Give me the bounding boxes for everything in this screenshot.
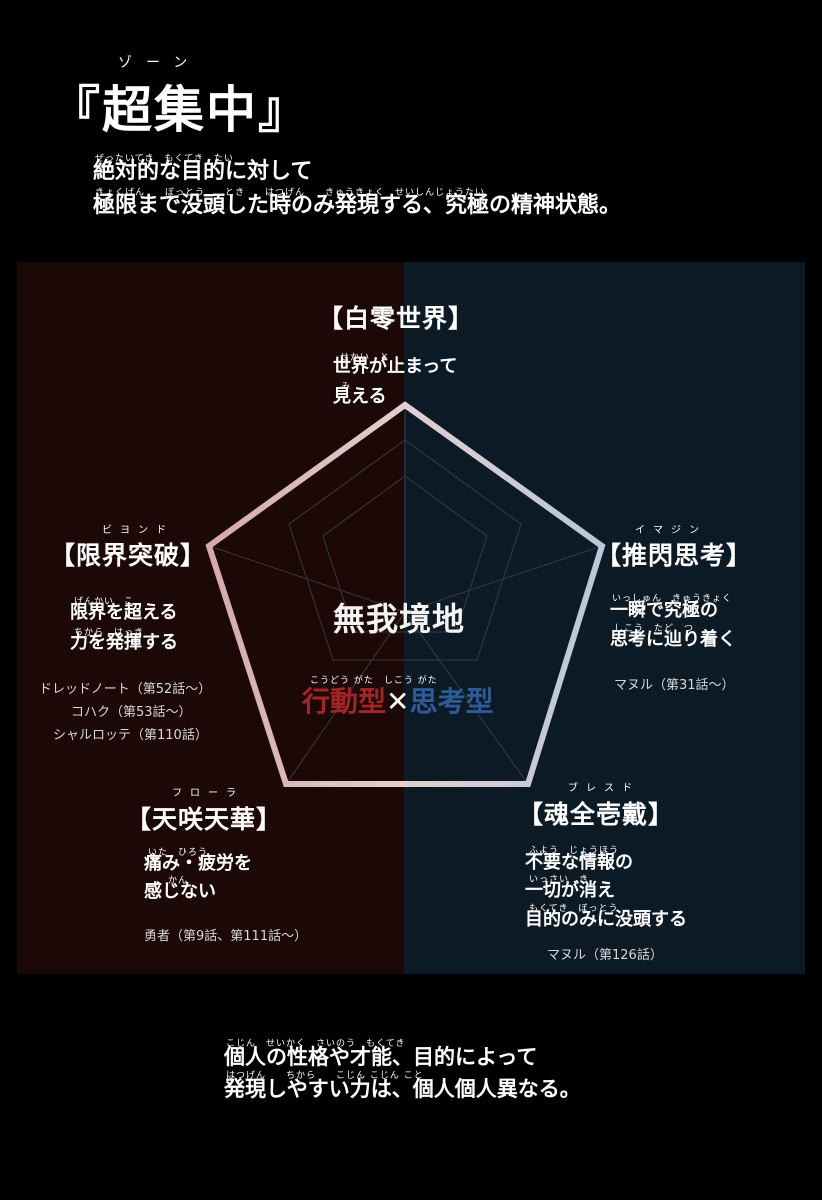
node-ruby-left: げんかい こ <box>74 597 135 607</box>
node-heading-bottom-left: 【天咲天華】 <box>126 805 283 834</box>
title-ruby: ゾーン <box>118 55 202 71</box>
node-desc-bottom-right-2: 一切が消え <box>525 880 615 901</box>
intro-line-2: 極限まで没頭した時のみ発現する、究極の精神状態。 <box>93 193 622 218</box>
node-ruby-bottom-right-3: もくてき ぼっとう <box>529 904 619 914</box>
action-type-panel <box>17 262 404 974</box>
node-heading-left: 【限界突破】 <box>50 541 207 570</box>
node-ruby-head-bottom-right: ブレスド <box>568 783 640 794</box>
node-note-left-3: シャルロッテ（第110話） <box>53 728 208 743</box>
center-subtitle: 行動型✕思考型 <box>302 680 494 720</box>
node-desc-left-2: 力を発揮する <box>70 632 178 653</box>
intro-ruby-1: ぜったいてき もくてき たい <box>95 154 234 164</box>
node-heading-bottom-right: 【魂全壱戴】 <box>518 800 675 829</box>
node-ruby-bottom-right-2: いっさい き <box>529 875 590 885</box>
intro-ruby-2: きょくげん ぼっとう とき はつげん きゅうきょく せいしんじょうたい <box>95 188 486 198</box>
node-note-bottom-left-1: 勇者（第9話、第111話～） <box>144 929 308 944</box>
node-ruby-right-2: しこう たど つ <box>614 624 695 634</box>
node-desc-right-1: 一瞬で究極の <box>610 600 718 621</box>
center-title: 無我境地 <box>333 600 466 638</box>
node-ruby-head-left: ビヨンド <box>102 525 174 536</box>
node-ruby-top: せかい と <box>340 353 391 363</box>
node-desc-top-2: 見える <box>333 386 387 407</box>
node-ruby-right: いっしゅん きゅうきょく <box>612 594 733 604</box>
node-ruby-bottom-left-2: かん <box>168 876 189 886</box>
node-ruby-top-2: み <box>341 382 352 392</box>
thought-type-label: 思考型 <box>409 685 494 718</box>
node-desc-bottom-left-1: 痛み・疲労を <box>144 853 252 874</box>
node-desc-bottom-right-1: 不要な情報の <box>525 852 633 873</box>
intro-line-1: 絶対的な目的に対して <box>93 159 313 184</box>
node-heading-right: 【推閃思考】 <box>596 541 753 570</box>
center-ruby: こうどう がた しこう がた <box>310 676 438 686</box>
node-note-bottom-right-1: マヌル（第126話） <box>547 948 663 963</box>
node-desc-bottom-left-2: 感じない <box>144 881 216 902</box>
cross-icon: ✕ <box>386 685 410 718</box>
node-note-left-1: ドレッドノート（第52話～） <box>39 682 212 697</box>
node-ruby-head-right: イマジン <box>635 525 707 536</box>
node-ruby-left-2: ちから はっき <box>74 628 145 638</box>
node-heading-top: 【白零世界】 <box>318 304 475 333</box>
thought-type-panel <box>404 262 805 974</box>
node-desc-top-1: 世界が止まって <box>333 356 458 377</box>
node-desc-right-2: 思考に辿り着く <box>610 629 736 650</box>
page-title: 『超集中』 <box>50 81 310 139</box>
footer-ruby-1: こじん せいかく さいのう もくてき <box>226 1039 406 1049</box>
node-ruby-head-bottom-left: フローラ <box>172 788 244 799</box>
pentagon-outline <box>205 401 606 787</box>
node-desc-bottom-right-3: 目的のみに没頭する <box>525 909 687 930</box>
footer-ruby-2: はつげん ちから こじん こじん こと <box>226 1071 424 1081</box>
footer-line-1: 個人の性格や才能、目的によって <box>224 1045 538 1069</box>
action-type-label: 行動型 <box>302 685 387 718</box>
node-ruby-bottom-right: ふよう じょうほう <box>529 846 620 856</box>
node-desc-left-1: 限界を超える <box>70 602 178 623</box>
footer-line-2: 発現しやすい力は、個人個人異なる。 <box>224 1077 581 1101</box>
node-ruby-bottom-left: いた ひろう <box>148 848 209 858</box>
inner-grid <box>208 405 603 785</box>
node-note-left-2: コハク（第53話～） <box>71 705 192 720</box>
node-note-right-1: マヌル（第31話～） <box>614 678 735 693</box>
